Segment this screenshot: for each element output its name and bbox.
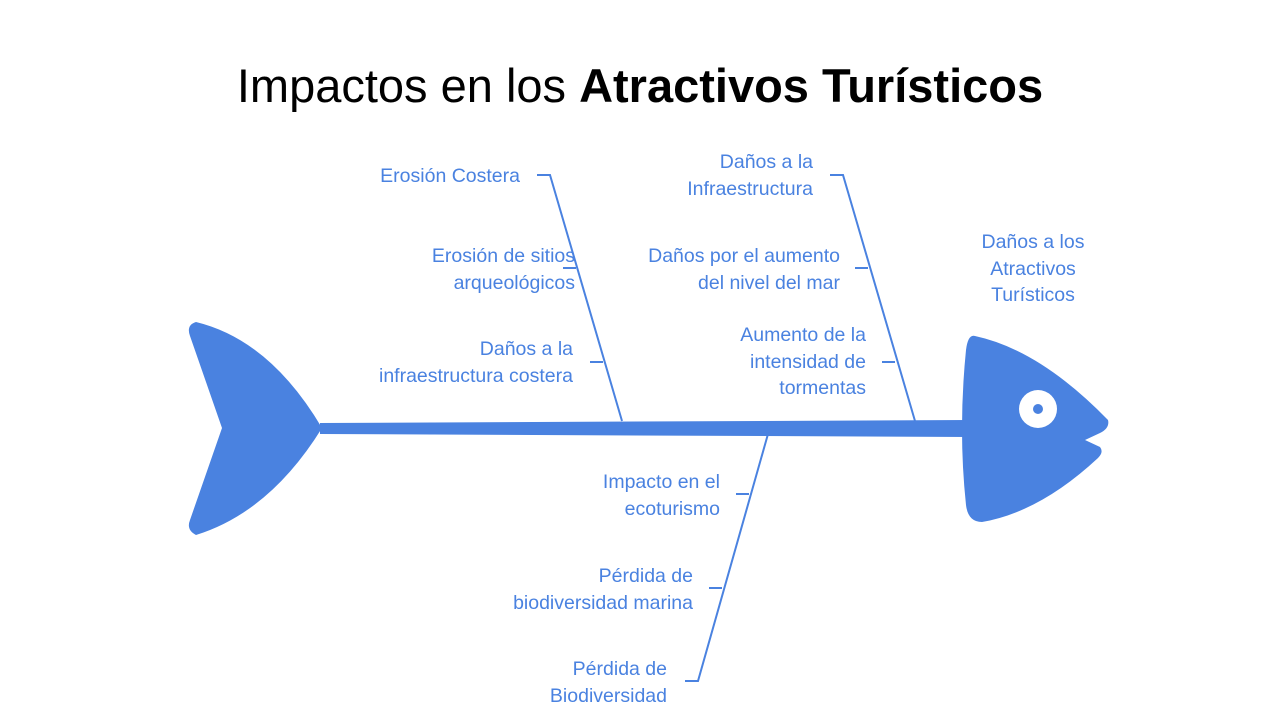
head-label: Daños a los Atractivos Turísticos: [953, 229, 1113, 309]
text-line: infraestructura costera: [378, 364, 573, 387]
text-line: tormentas: [779, 377, 866, 399]
text-line: Erosión de sitios: [431, 245, 575, 267]
cause-label: Impacto en el ecoturismo: [603, 469, 720, 522]
text-line: del nivel del mar: [698, 271, 840, 294]
title-bold: Atractivos Turísticos: [579, 59, 1044, 112]
text-line: Daños por el aumento: [648, 245, 840, 267]
text-line: Erosión Costera: [380, 165, 520, 187]
text-line: Daños a la: [719, 151, 813, 173]
bone-upper-right: [830, 174, 916, 422]
text-line: arqueológicos: [453, 271, 575, 294]
text-line: Infraestructura: [687, 177, 813, 200]
page-title: Impactos en los Atractivos Turísticos: [0, 58, 1280, 113]
text-line: Pérdida de: [572, 658, 667, 680]
cause-label: Pérdida de biodiversidad marina: [513, 563, 693, 616]
title-normal: Impactos en los: [236, 59, 580, 112]
fish-pupil: [1033, 404, 1043, 414]
text-line: biodiversidad marina: [513, 591, 693, 614]
cause-label: Daños por el aumento del nivel del mar: [648, 243, 840, 296]
text-line: Daños a la: [479, 338, 573, 360]
text-line: Atractivos: [990, 257, 1076, 280]
cause-label: Daños a la Infraestructura: [687, 149, 813, 202]
cause-label: Daños a la infraestructura costera: [379, 336, 573, 389]
cause-label: Erosión Costera: [380, 163, 520, 190]
text-line: Biodiversidad: [549, 684, 667, 707]
text-line: Aumento de la: [740, 324, 866, 346]
fish-spine: [320, 420, 970, 437]
cause-label: Aumento de la intensidad de tormentas: [740, 322, 866, 402]
text-line: Impacto en el: [602, 471, 720, 493]
bone-upper-left: [537, 174, 623, 422]
text-line: ecoturismo: [624, 497, 720, 520]
text-line: Pérdida de: [598, 565, 693, 587]
fish-tail: [188, 322, 322, 535]
text-line: intensidad de: [749, 350, 866, 373]
text-line: Daños a los: [981, 231, 1085, 253]
cause-label: Erosión de sitios arqueológicos: [432, 243, 575, 296]
text-line: Turísticos: [991, 284, 1075, 306]
fish-head: [962, 335, 1109, 522]
cause-label: Pérdida de Biodiversidad: [550, 656, 667, 709]
bone-lower: [685, 433, 769, 682]
